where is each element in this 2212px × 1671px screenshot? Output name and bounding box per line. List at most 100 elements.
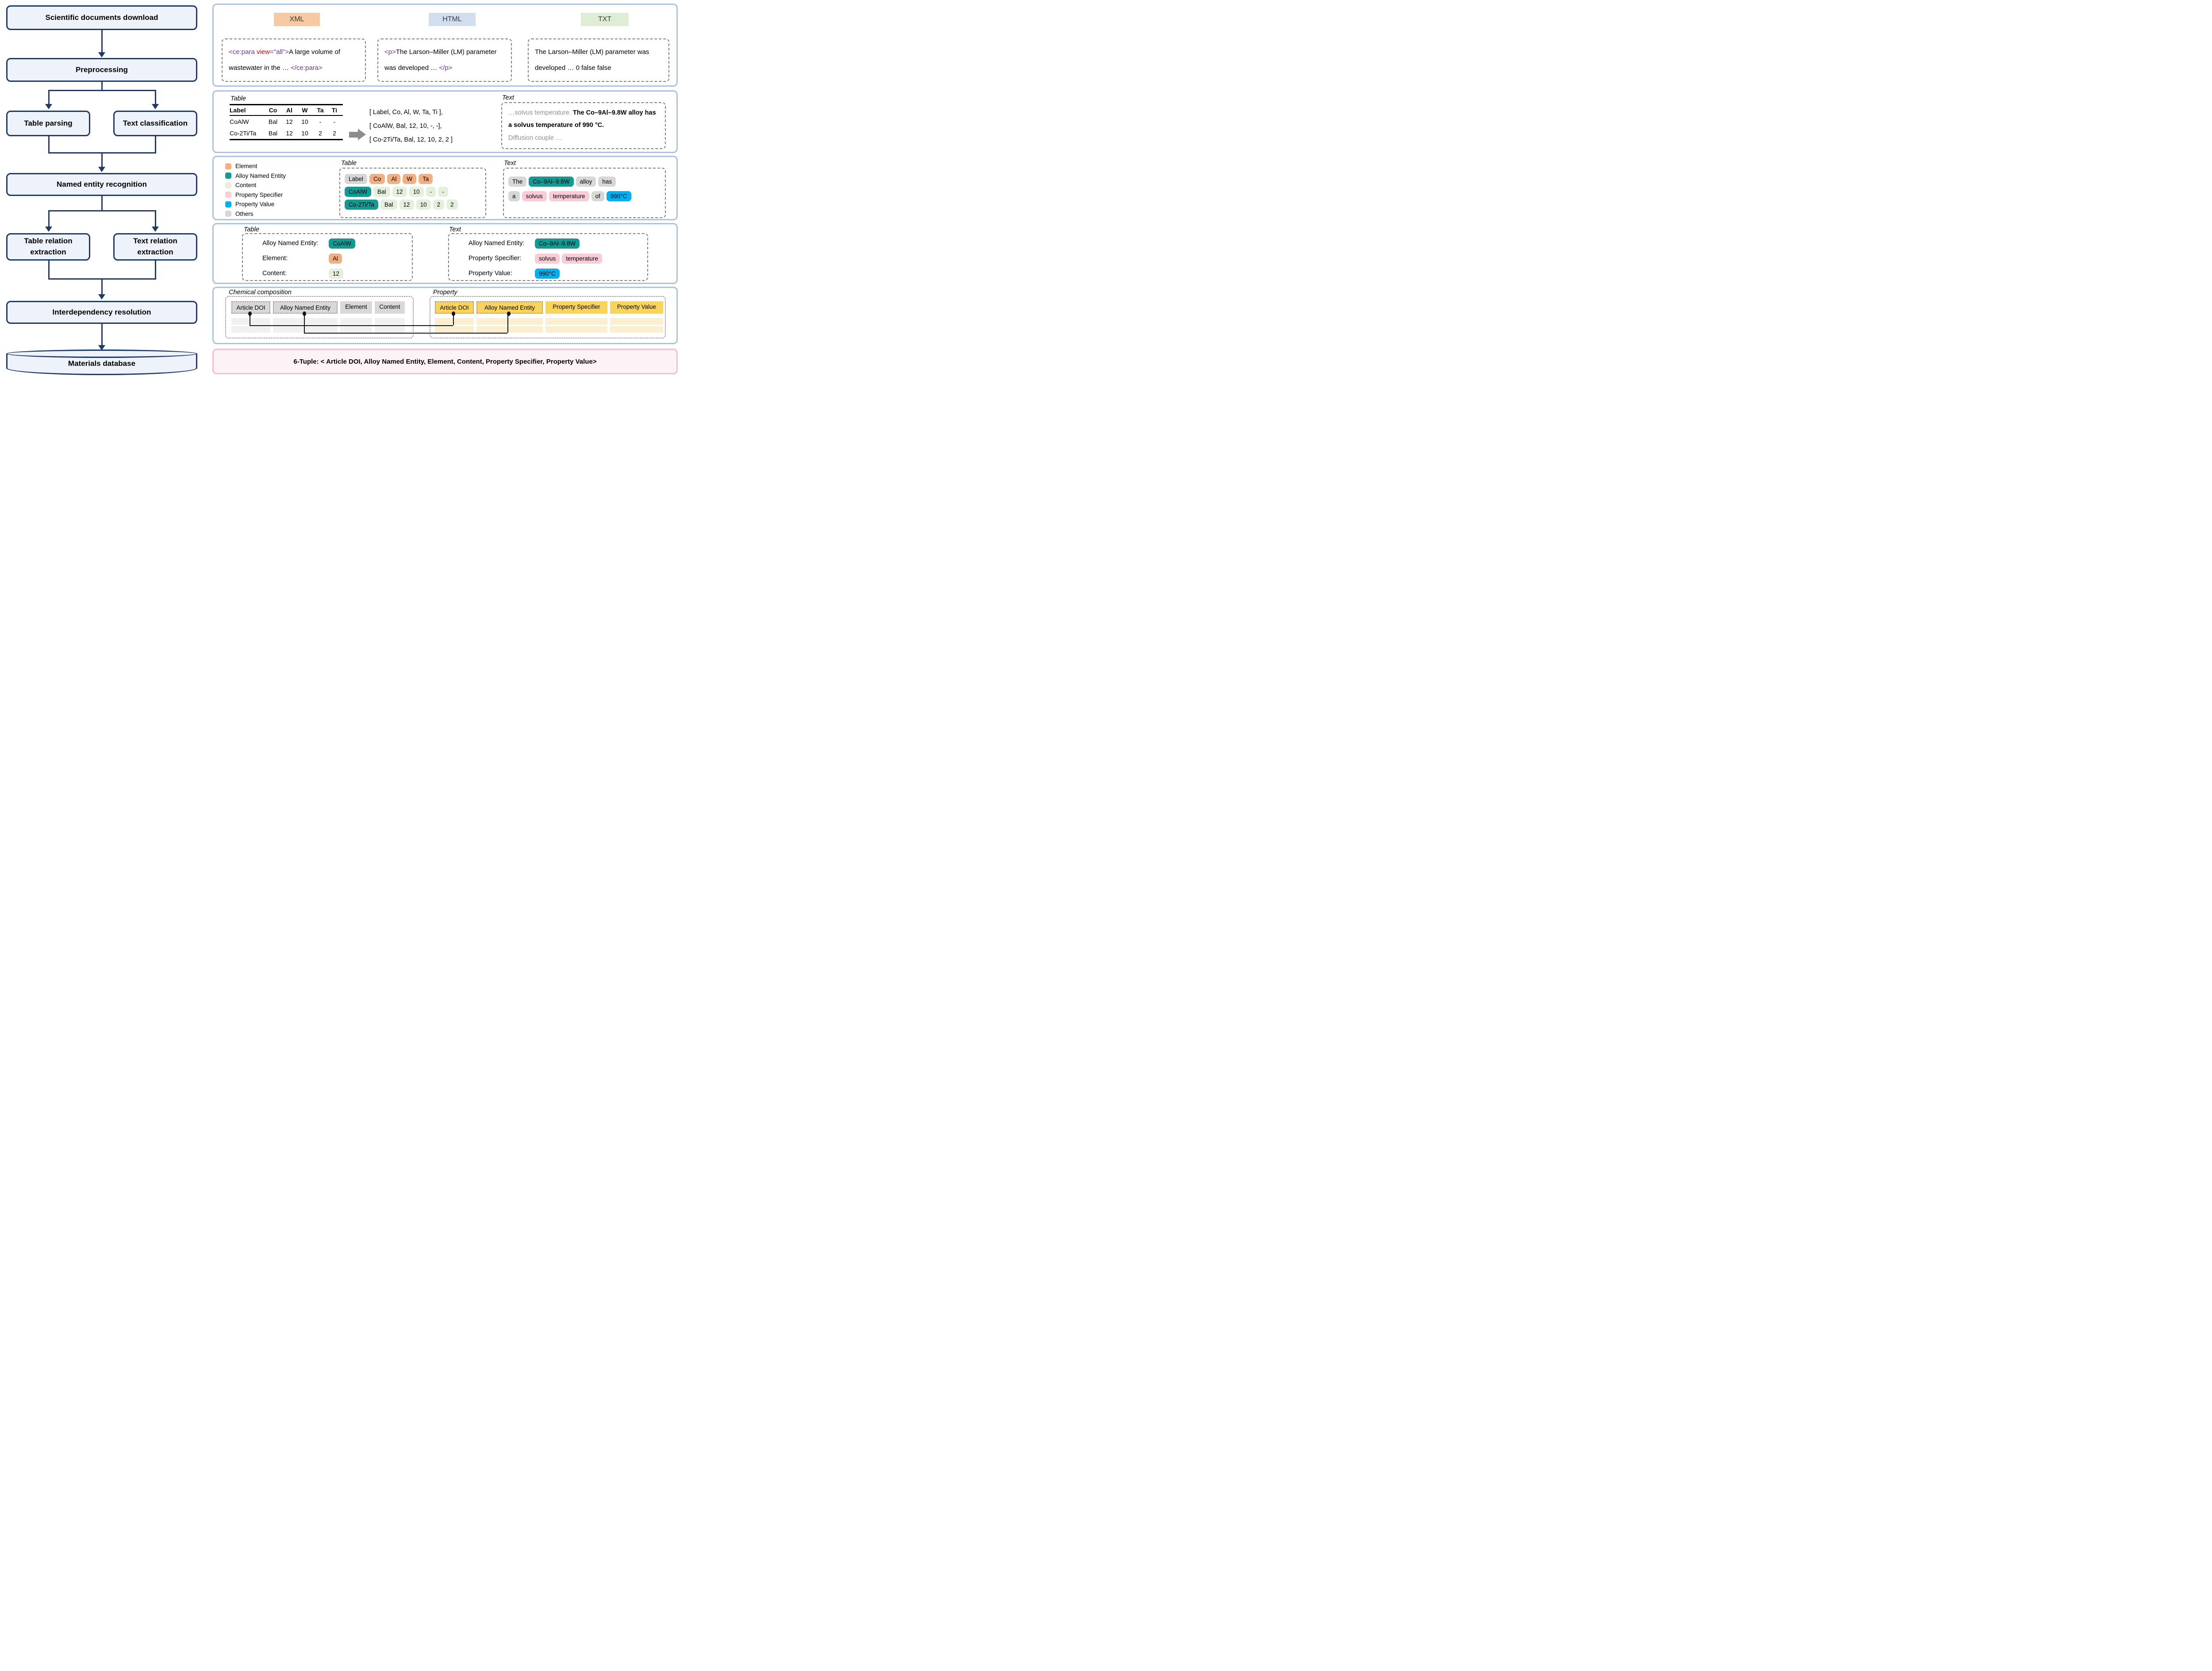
- chem-header-row: Article DOIAlloy Named EntityElementCont…: [231, 301, 405, 314]
- chip-others: alloy: [576, 177, 596, 187]
- chem-data-row: [231, 326, 405, 333]
- table-header-row: LabelCoAlWTaTi: [230, 105, 343, 116]
- flow-connector: [155, 210, 156, 227]
- xml-open-tag: <ce:para: [229, 48, 257, 56]
- legend-label: Property Value: [235, 201, 274, 207]
- chip-content: 12: [399, 200, 414, 210]
- flow-connector: [155, 261, 156, 278]
- source-table: LabelCoAlWTaTiCoAlWBal1210--Co-2Ti/TaBal…: [230, 104, 343, 140]
- arrow-down-icon: [98, 52, 105, 58]
- chip-content: 2: [433, 200, 445, 210]
- relation-chips: CoAlW: [329, 238, 357, 249]
- flow-node-download: Scientific documents download: [6, 5, 197, 30]
- ner-table-row: LabelCoAlWTa: [345, 174, 481, 184]
- chip-content: Bal: [373, 187, 390, 197]
- key-link: [507, 315, 508, 333]
- chip-content: -: [426, 187, 436, 197]
- ner-text-row: asolvustemperatureof990°C: [508, 191, 661, 201]
- legend-swatch-element: [225, 163, 231, 169]
- panel-document-formats: XML HTML TXT <ce:para view="all">A large…: [212, 4, 678, 87]
- chip-element: W: [403, 174, 416, 184]
- chip-specifier: solvus: [535, 254, 560, 264]
- html-close-tag: </p>: [439, 64, 452, 72]
- key-dot: [303, 311, 306, 316]
- transform-arrow-icon: [349, 129, 366, 140]
- flow-connector: [155, 136, 156, 152]
- flow-connector: [48, 210, 156, 211]
- legend-label: Alloy Named Entity: [235, 173, 286, 179]
- table-cell: Ti: [328, 107, 341, 114]
- relation-table-title: Table: [244, 226, 259, 233]
- relation-chips: solvustemperature: [535, 254, 604, 264]
- relation-row: Alloy Named Entity:CoAlW: [262, 238, 412, 249]
- key-link: [304, 333, 507, 334]
- chip-content: 12: [392, 187, 407, 197]
- legend-item: Others: [225, 209, 286, 219]
- table-cell: Co: [264, 107, 282, 114]
- empty-cell: [435, 318, 474, 325]
- property-header-row: Article DOIAlloy Named EntityProperty Sp…: [435, 301, 663, 314]
- legend-item: Alloy Named Entity: [225, 171, 286, 181]
- legend-item: Element: [225, 161, 286, 171]
- relation-row: Content:12: [262, 268, 412, 279]
- chip-value: 990°C: [535, 269, 560, 279]
- chip-others: The: [508, 177, 526, 187]
- classified-text-box: …solvus temperature. The Co–9Al–9.8W all…: [501, 102, 666, 149]
- chip-specifier: solvus: [522, 191, 547, 201]
- relation-label: Property Value:: [469, 270, 535, 277]
- classified-text: …solvus temperature. The Co–9Al–9.8W all…: [502, 103, 665, 148]
- empty-cell: [375, 326, 405, 333]
- ner-table-title: Table: [341, 160, 357, 167]
- panel-interdependency: Chemical composition Article DOIAlloy Na…: [212, 287, 678, 344]
- chip-alloy: Co–9Al–9.8W: [529, 177, 573, 187]
- table-cell: 2: [328, 130, 341, 137]
- ner-legend: ElementAlloy Named EntityContentProperty…: [225, 161, 286, 219]
- legend-item: Content: [225, 181, 286, 190]
- xml-close-tag: </ce:para>: [291, 64, 323, 72]
- empty-cell: [340, 318, 372, 325]
- empty-cell: [435, 326, 474, 333]
- chem-data-row: [231, 318, 405, 325]
- flow-connector: [48, 261, 50, 278]
- ner-text-title: Text: [504, 160, 516, 167]
- legend-swatch-specifier: [225, 192, 231, 198]
- flow-connector: [155, 90, 156, 104]
- html-snippet-box: <p>The Larson–Miller (LM) parameter was …: [377, 38, 512, 82]
- flow-connector: [101, 196, 103, 210]
- text-before: …solvus temperature.: [508, 109, 573, 116]
- text-title: Text: [502, 94, 514, 101]
- empty-cell: [231, 318, 270, 325]
- flow-node-database-label: Materials database: [6, 359, 197, 368]
- chip-alloy: Co–9Al–9.8W: [535, 238, 580, 249]
- format-label-html: HTML: [429, 13, 476, 26]
- flow-node-table-relation: Table relation extraction: [6, 233, 90, 261]
- chem-table-box: Article DOIAlloy Named EntityElementCont…: [225, 296, 414, 338]
- txt-snippet-box: The Larson–Miller (LM) parameter was dev…: [528, 38, 669, 82]
- property-table-box: Article DOIAlloy Named EntityProperty Sp…: [430, 296, 666, 338]
- chip-specifier: temperature: [562, 254, 602, 264]
- format-label-xml: XML: [274, 13, 320, 26]
- empty-cell: [545, 326, 607, 333]
- relation-label: Content:: [262, 270, 329, 277]
- table-row: CoAlWBal1210--: [230, 116, 343, 127]
- ner-text-box: TheCo–9Al–9.8Walloyhas asolvustemperatur…: [503, 168, 666, 218]
- chip-th_yellow: Property Specifier: [545, 301, 607, 314]
- empty-cell: [545, 318, 607, 325]
- xml-attr: view: [257, 48, 270, 56]
- chip-element: Co: [369, 174, 385, 184]
- relation-row: Element:Al: [262, 253, 412, 264]
- relation-label: Element:: [262, 255, 329, 262]
- table-cell: W: [297, 107, 313, 114]
- table-cell: 10: [297, 118, 313, 125]
- database-cylinder-top: [6, 350, 197, 358]
- chip-alloy: CoAlW: [345, 187, 371, 197]
- legend-swatch-alloy: [225, 173, 231, 179]
- chip-element: Al: [387, 174, 400, 184]
- chip-others: of: [591, 191, 604, 201]
- table-cell: Bal: [264, 118, 282, 125]
- list-line: [ Co-2Ti/Ta, Bal, 12, 10, 2, 2 ]: [369, 133, 453, 147]
- legend-label: Element: [235, 163, 257, 169]
- arrow-down-icon: [98, 167, 105, 172]
- chip-content: 2: [446, 200, 458, 210]
- tuple-text: 6-Tuple: < Article DOI, Alloy Named Enti…: [293, 358, 596, 365]
